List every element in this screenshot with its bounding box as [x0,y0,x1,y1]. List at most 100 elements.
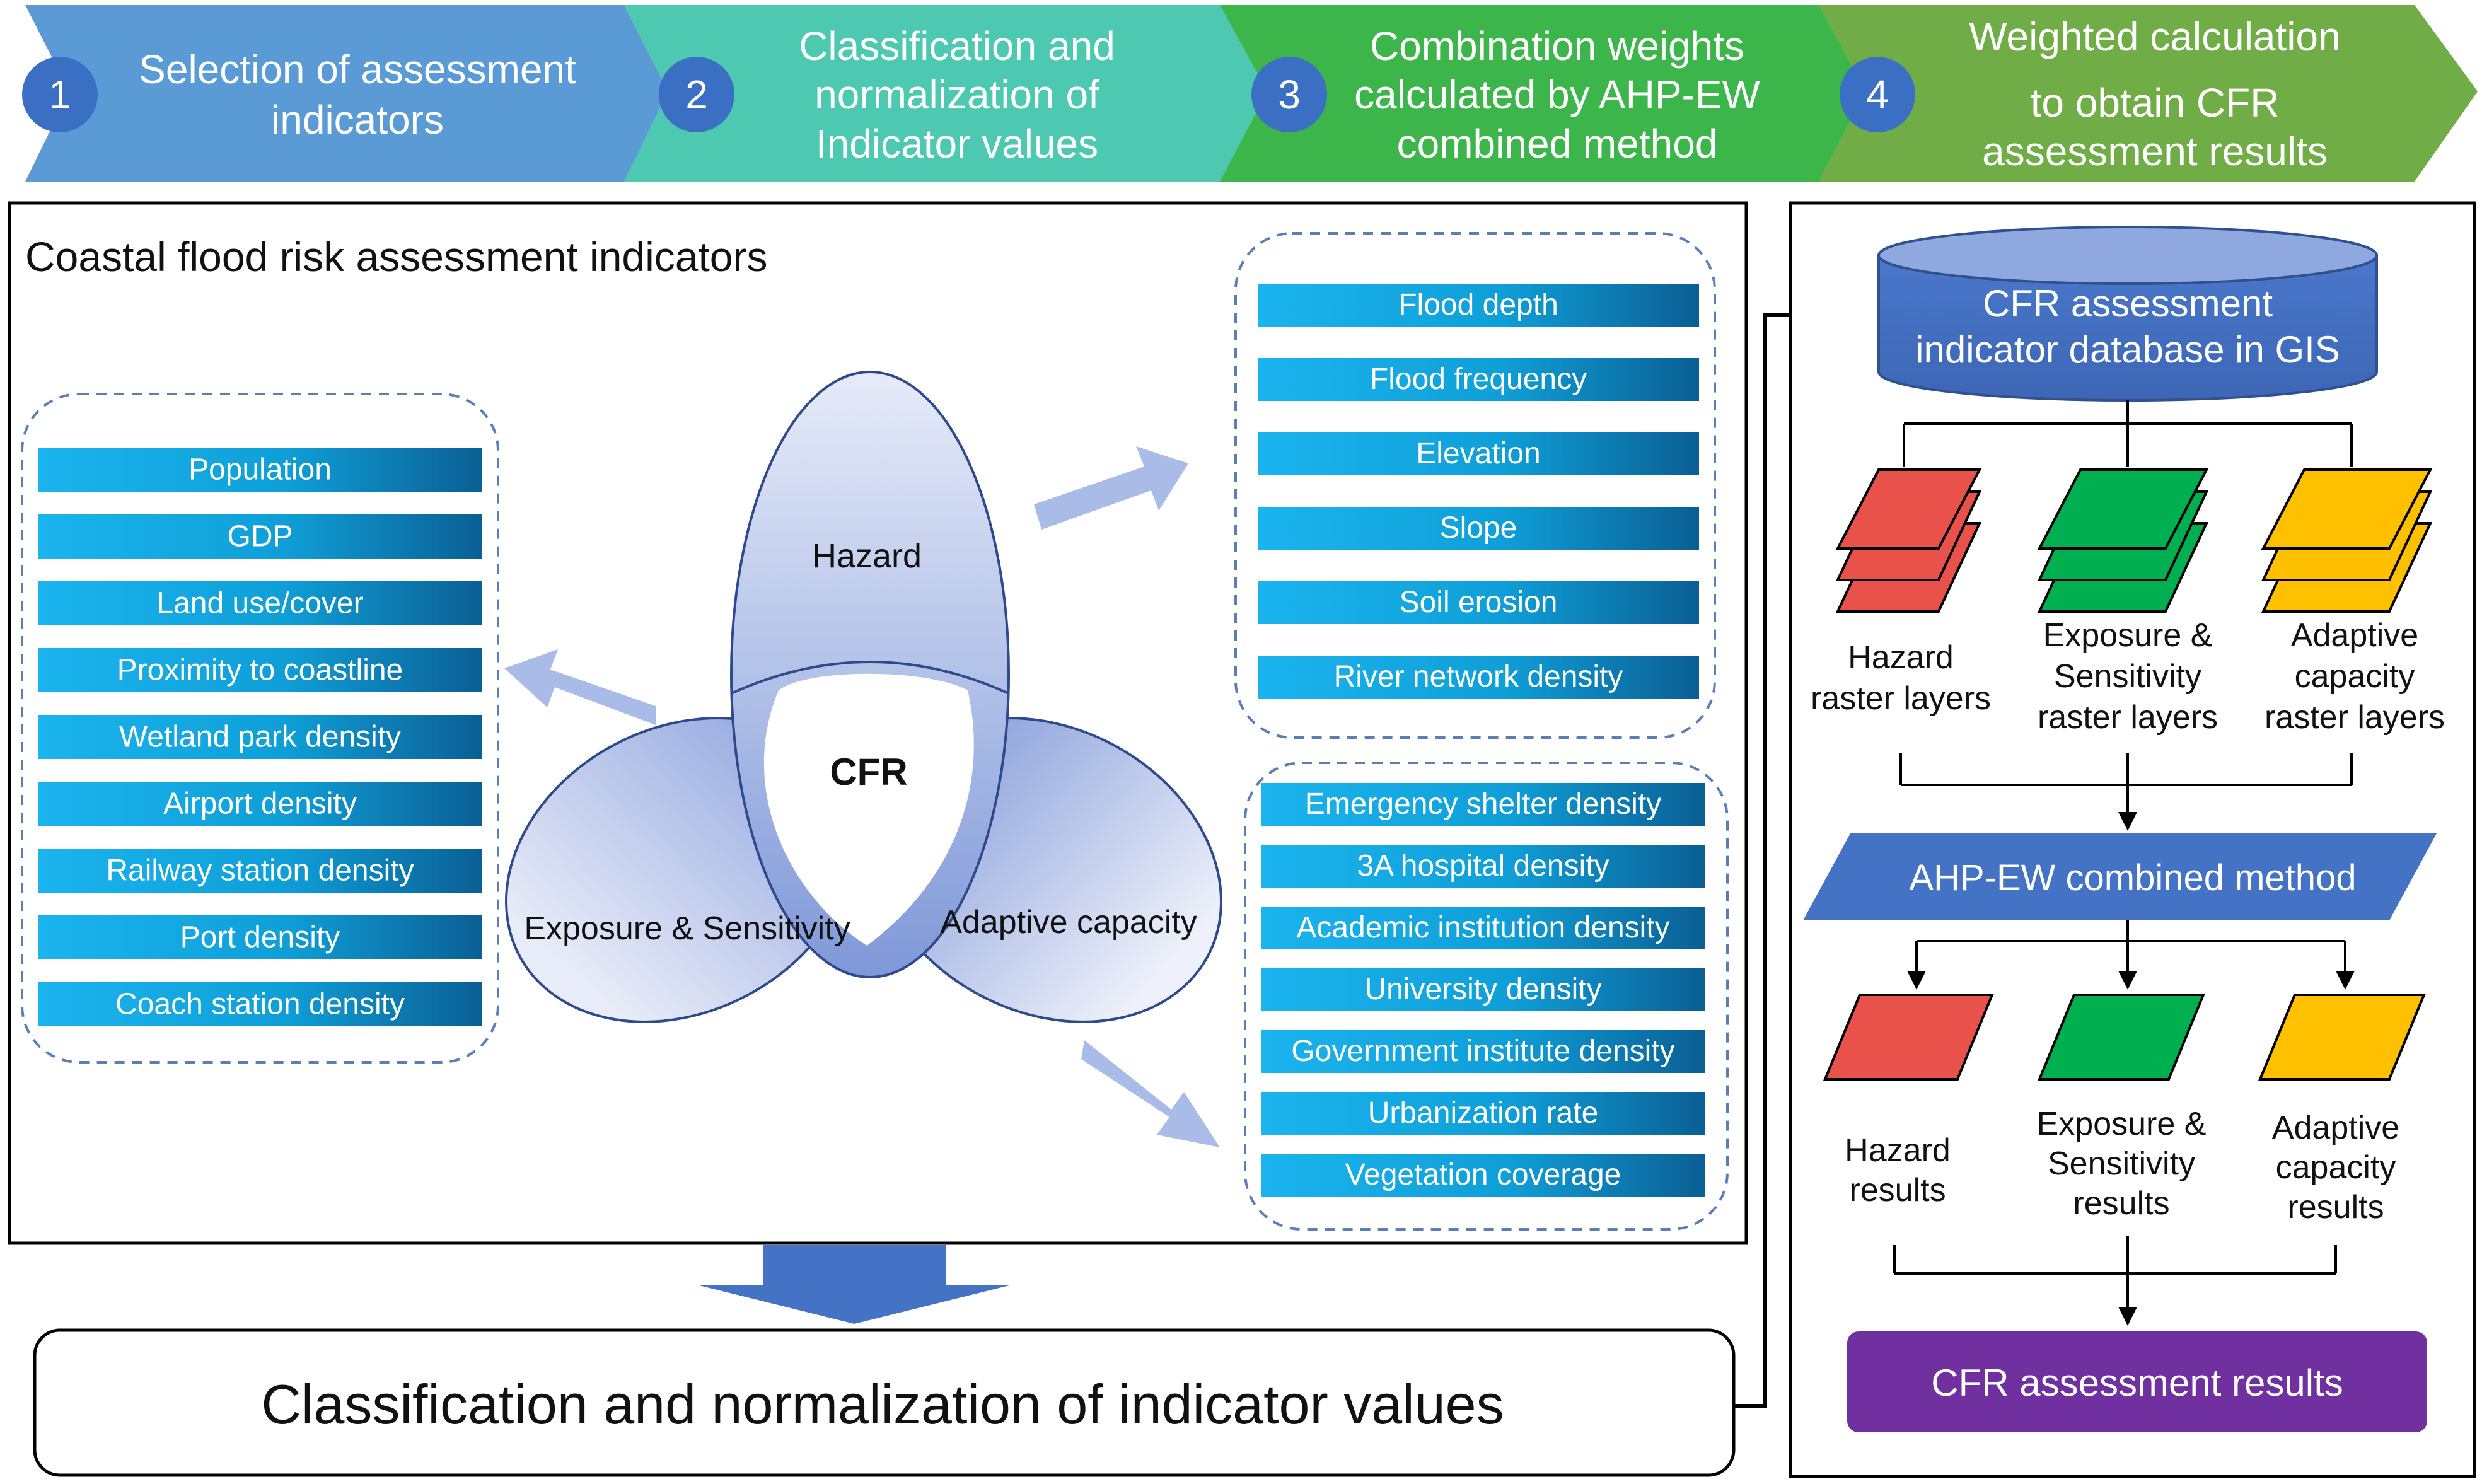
step-1-chevron [25,5,668,182]
hazard-indicator-label: Flood depth [1398,288,1558,322]
results-to-final-connectors [1893,1236,2337,1308]
exposure-indicator-bar [38,715,482,759]
exposure-indicator-item: Coach station density [38,982,482,1026]
exposure-indicator-bar [38,849,482,893]
step-2-label-line-1: Classification and [799,23,1115,69]
exposure-layer-label-line-2: Sensitivity [2054,658,2201,695]
hazard-result-arrowhead [1907,971,1926,990]
classification-box-label: Classification and normalization of indi… [261,1373,1504,1435]
step-1: 1 Selection of assessment indicators [22,5,668,182]
adaptive-indicator-item: University density [1261,968,1705,1011]
adaptive-indicator-label: Emergency shelter density [1305,787,1662,821]
arrow-to-exposure-indicators [504,649,656,725]
exposure-label: Exposure & Sensitivity [524,910,850,947]
step-2-label-line-3: Indicator values [816,121,1098,166]
cfr-center-region [763,673,974,946]
exposure-indicator-label: Port density [180,920,340,954]
adaptive-indicator-label: Vegetation coverage [1345,1158,1621,1191]
exposure-indicator-label: Population [188,453,332,486]
adaptive-result-arrowhead [2336,971,2355,990]
adaptive-indicator-label: 3A hospital density [1357,849,1609,883]
step-1-number-circle [22,57,98,132]
venn-diagram: Hazard CFR Exposure & Sensitivity Adapti… [505,371,1222,1023]
step-4-number: 4 [1866,72,1889,117]
hazard-indicator-label: Elevation [1416,437,1540,470]
step-1-label-line-1: Selection of assessment [139,47,576,92]
step-4-label-line-3: assessment results [1982,129,2328,174]
method-to-results-connectors [1915,920,2346,971]
ahp-ew-method-box: AHP-EW combined method [1803,833,2437,920]
step-4-chevron [1819,5,2478,182]
adaptive-raster-stack [2261,468,2433,613]
exposure-indicator-item: Land use/cover [38,581,482,625]
exposure-indicator-bar [38,648,482,692]
step-4-label-line-1: Weighted calculation [1969,14,2340,59]
exposure-indicator-item: GDP [38,514,482,559]
step-1-label-line-2: indicators [271,97,444,142]
database-label-line-2: indicator database in GIS [1915,328,2340,371]
hazard-indicator-bar [1258,284,1699,327]
hazard-indicator-item: Flood depth [1258,284,1699,327]
method-parallelogram [1803,833,2437,920]
step-3-label-line-3: combined method [1397,121,1718,166]
exposure-result-shape [2038,994,2205,1081]
database-body [1877,254,2378,402]
hazard-indicator-label: Flood frequency [1370,362,1587,396]
hazard-indicator-bar [1258,358,1699,401]
adaptive-layer-label-line-3: raster layers [2265,699,2445,736]
exposure-indicator-item: Port density [38,915,482,959]
step-2-number: 2 [685,72,708,117]
database-label-line-1: CFR assessment [1983,282,2273,325]
exposure-indicator-label: Wetland park density [119,720,401,753]
adaptive-indicator-bar [1261,968,1705,1011]
step-3: 3 Combination weights calculated by AHP-… [1220,5,1866,182]
adaptive-indicator-group-frame [1244,762,1729,1231]
adaptive-result-label-line-2: capacity [2276,1149,2396,1186]
adaptive-indicator-bar [1261,1154,1705,1197]
step-3-chevron [1220,5,1866,182]
indicators-panel: Coastal flood risk assessment indicators… [8,201,1748,1245]
adaptive-indicator-item: 3A hospital density [1261,845,1705,888]
hazard-result-label-line-1: Hazard [1845,1132,1951,1169]
hazard-raster-stack [1835,468,1982,613]
exposure-indicator-bar [38,982,482,1026]
step-3-label-line-1: Combination weights [1370,23,1744,69]
adaptive-indicator-item: Vegetation coverage [1261,1154,1705,1197]
exposure-result-label-line-2: Sensitivity [2048,1145,2195,1182]
adaptive-indicator-label: University density [1364,973,1601,1006]
step-1-number: 1 [49,72,71,117]
exposure-indicator-item: Wetland park density [38,715,482,759]
exposure-indicator-label: Airport density [163,787,357,820]
step-3-number-circle [1251,57,1327,132]
adaptive-indicator-bar [1261,783,1705,826]
adaptive-indicator-list: Emergency shelter density 3A hospital den… [1261,783,1705,1197]
hazard-indicator-label: Slope [1440,511,1517,545]
hazard-indicator-bar [1258,656,1699,699]
indicators-panel-title: Coastal flood risk assessment indicators [25,233,768,280]
down-arrow-to-classification [697,1245,1012,1324]
exposure-indicator-bar [38,448,482,492]
final-results-box: CFR assessment results [1847,1331,2427,1432]
exposure-result-arrowhead [2118,971,2137,990]
hazard-indicator-item: Elevation [1258,432,1699,475]
hazard-result-shape [1823,994,1994,1081]
final-results-rect [1847,1331,2427,1432]
adaptive-result-label-line-1: Adaptive [2272,1110,2399,1146]
hazard-indicator-item: Flood frequency [1258,358,1699,401]
adaptive-indicator-item: Emergency shelter density [1261,783,1705,826]
hazard-indicator-item: Soil erosion [1258,581,1699,624]
adaptive-indicator-item: Urbanization rate [1261,1092,1705,1135]
hazard-indicator-group-frame [1234,232,1716,739]
exposure-indicator-bar [38,782,482,826]
layers-to-method-connectors [1899,753,2353,813]
step-4: 4 Weighted calculation to obtain CFR ass… [1819,5,2478,182]
workflow-panel: CFR assessment indicator database in GIS [1789,201,2476,1478]
step-2: 2 Classification and normalization of In… [624,5,1267,182]
final-results-label: CFR assessment results [1931,1362,2343,1404]
exposure-indicator-bar [38,514,482,559]
hazard-indicator-bar [1258,432,1699,475]
classification-box-frame [33,1328,1736,1477]
exposure-result-label-line-3: results [2073,1185,2169,1222]
exposure-indicator-group-frame [21,393,499,1064]
